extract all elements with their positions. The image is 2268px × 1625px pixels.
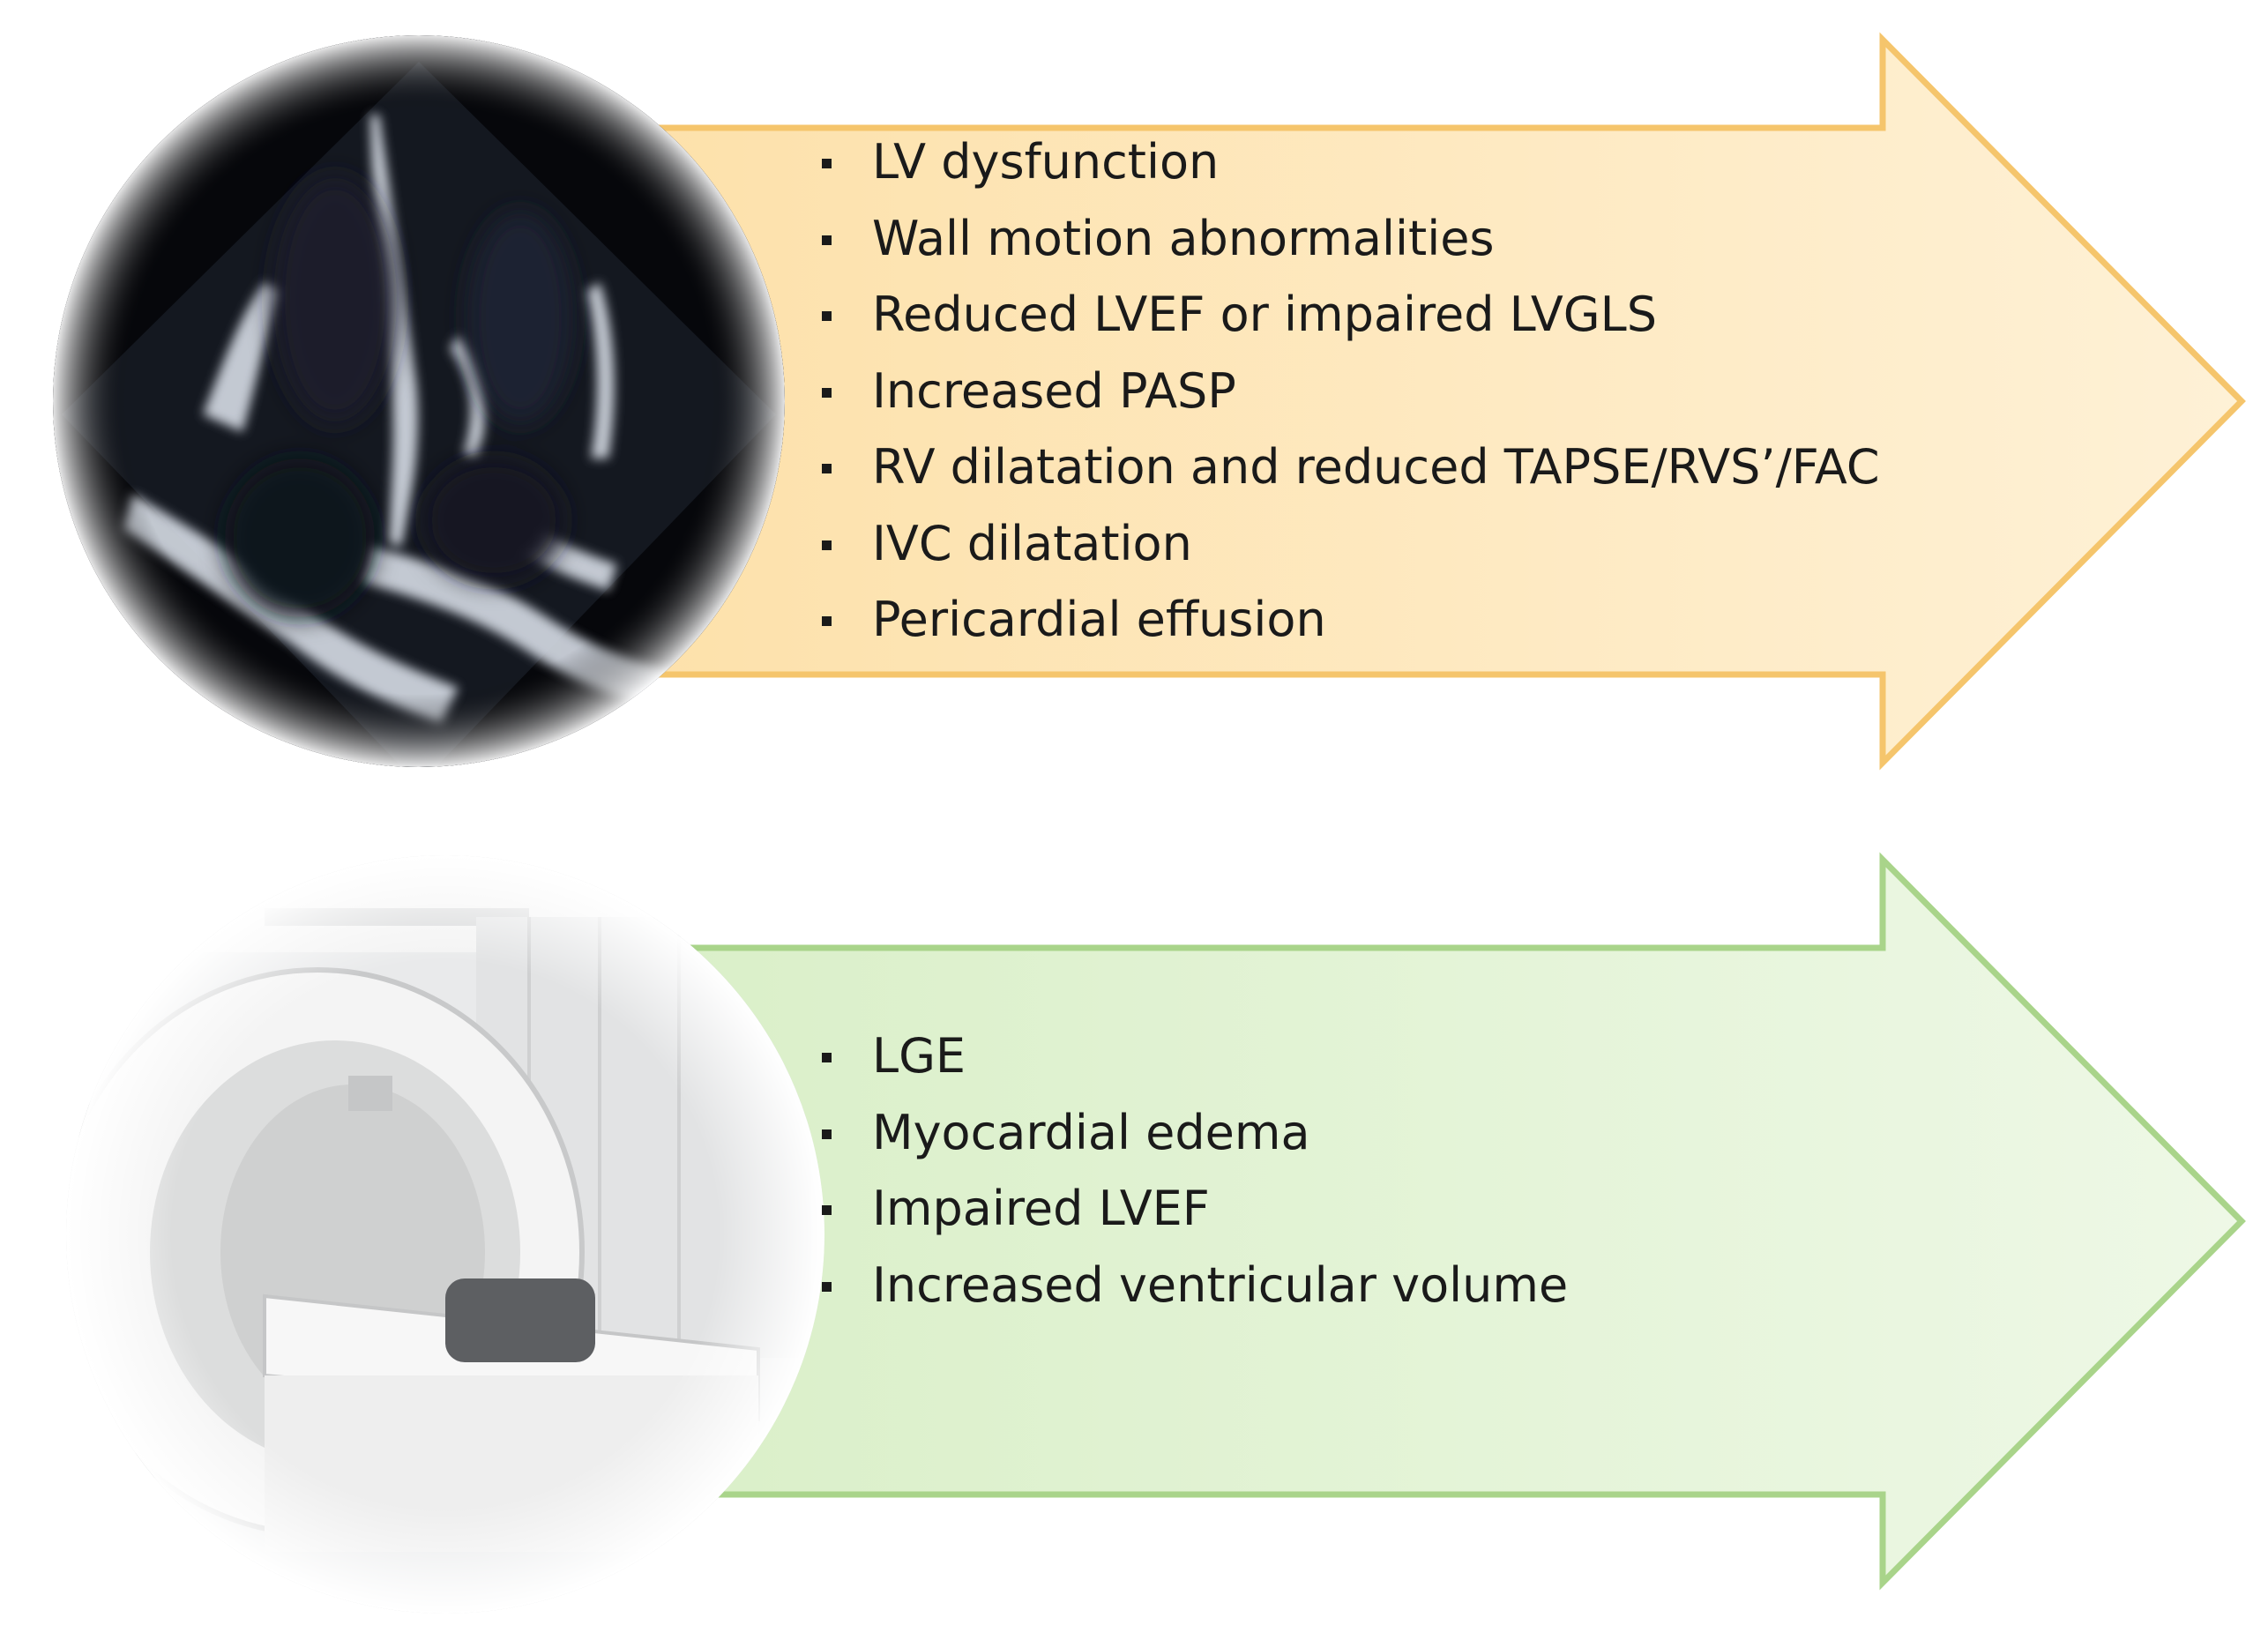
echocardiography-image [53, 35, 785, 767]
echo-finding-item: Reduced LVEF or impaired LVGLS [822, 277, 1880, 354]
echo-findings-arrow [543, 32, 2246, 771]
bullet-icon [822, 1053, 832, 1062]
cmr-finding-text: Myocardial edema [872, 1104, 1310, 1160]
echo-finding-text: Reduced LVEF or impaired LVGLS [872, 287, 1657, 342]
bullet-icon [822, 311, 832, 321]
echo-finding-text: Pericardial effusion [872, 592, 1326, 647]
bullet-icon [822, 1205, 832, 1215]
echo-finding-item: LV dysfunction [822, 124, 1880, 201]
cmr-findings-list: LGE Myocardial edema Impaired LVEF Incre… [822, 1018, 1568, 1323]
mri-scanner-image [66, 855, 824, 1614]
cmr-finding-text: Increased ventricular volume [872, 1256, 1569, 1313]
echo-findings-list: LV dysfunction Wall motion abnormalities… [822, 124, 1880, 659]
bullet-icon [822, 616, 832, 626]
echo-finding-item: RV dilatation and reduced TAPSE/RVS’/FAC [822, 429, 1880, 506]
cmr-finding-item: Increased ventricular volume [822, 1248, 1568, 1324]
bullet-icon [822, 1129, 832, 1139]
bullet-icon [822, 464, 832, 473]
cmr-findings-arrow [578, 852, 2246, 1591]
echo-finding-item: Pericardial effusion [822, 582, 1880, 659]
cmr-finding-text: LGE [872, 1028, 966, 1084]
cmr-finding-text: Impaired LVEF [872, 1181, 1210, 1236]
echo-finding-text: IVC dilatation [872, 515, 1192, 571]
bullet-icon [822, 540, 832, 550]
echo-finding-text: Wall motion abnormalities [872, 210, 1495, 266]
bullet-icon [822, 1281, 832, 1292]
cmr-finding-item: Myocardial edema [822, 1095, 1568, 1172]
bullet-icon [822, 159, 832, 168]
echo-finding-text: Increased PASP [872, 362, 1236, 419]
cmr-finding-item: Impaired LVEF [822, 1171, 1568, 1248]
echo-finding-text: RV dilatation and reduced TAPSE/RVS’/FAC [872, 439, 1880, 495]
echo-finding-item: IVC dilatation [822, 506, 1880, 583]
bullet-icon [822, 235, 832, 245]
echo-finding-item: Increased PASP [822, 354, 1880, 430]
bullet-icon [822, 387, 832, 398]
echo-finding-item: Wall motion abnormalities [822, 201, 1880, 278]
echo-finding-text: LV dysfunction [872, 134, 1220, 190]
cmr-finding-item: LGE [822, 1018, 1568, 1095]
